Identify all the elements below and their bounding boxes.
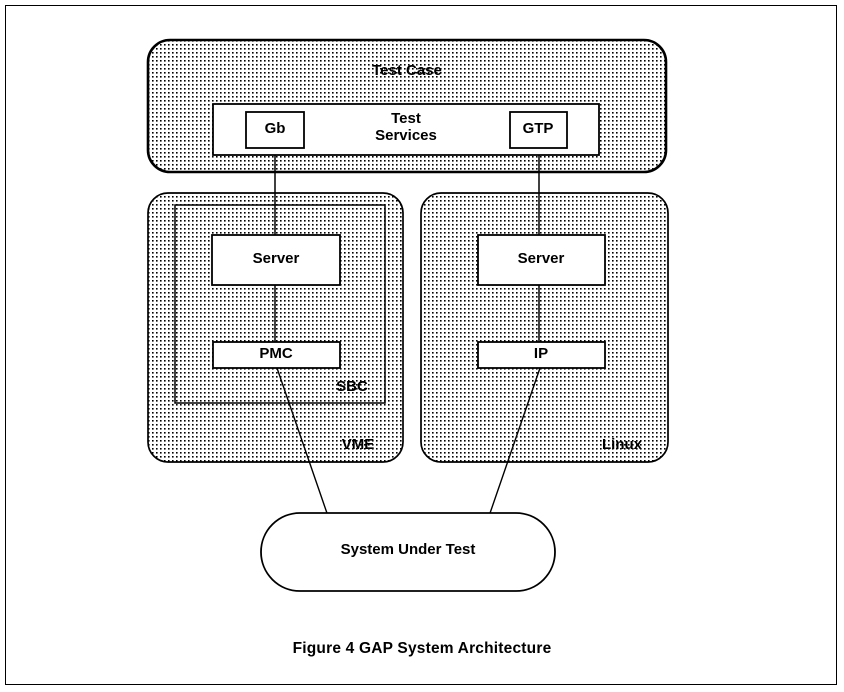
box-linux-server[interactable]	[477, 234, 606, 286]
box-vme-server[interactable]	[211, 234, 341, 286]
figure-outer-border	[5, 5, 837, 685]
box-ip[interactable]	[477, 341, 606, 369]
connector-pmc-to-sut	[276, 367, 330, 520]
box-gtp[interactable]	[509, 111, 568, 149]
figure-caption: Figure 4 GAP System Architecture	[292, 640, 552, 657]
box-pmc[interactable]	[212, 341, 341, 369]
box-system-under-test[interactable]	[260, 512, 556, 592]
connector-ip-to-sut	[487, 367, 541, 520]
box-gb[interactable]	[245, 111, 305, 149]
container-linux[interactable]	[420, 192, 669, 463]
